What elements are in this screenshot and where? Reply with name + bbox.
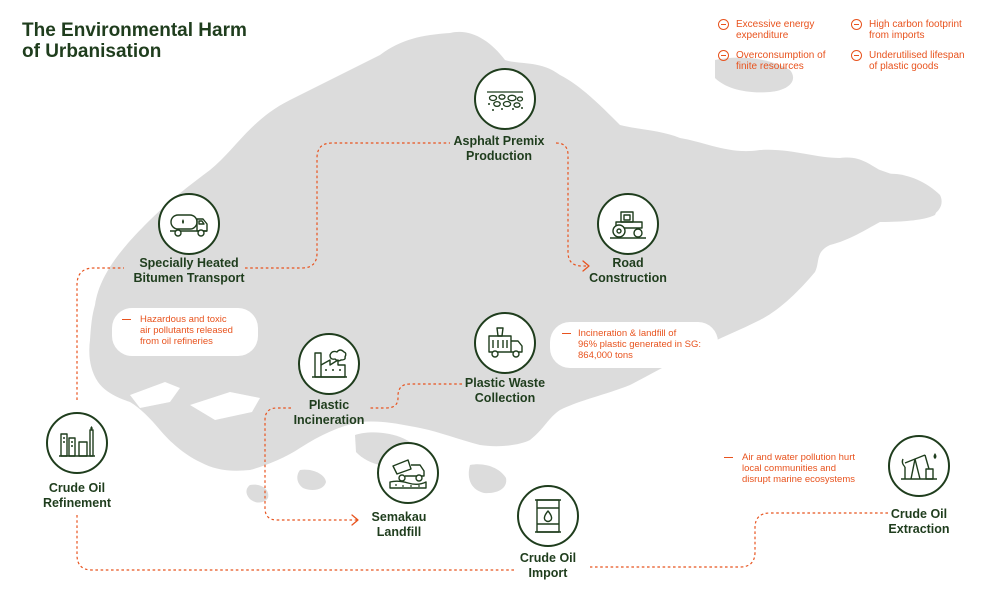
- label-line: Specially Heated: [139, 256, 239, 270]
- node-crude-oil-refinement: [46, 412, 108, 474]
- road-roller-icon: [610, 211, 646, 239]
- minus-circle-icon: [851, 50, 862, 61]
- label-line: Incineration: [293, 413, 365, 427]
- arrowhead-road: [582, 260, 590, 272]
- minus-circle-icon: [851, 19, 862, 30]
- legend-text: expenditure: [736, 30, 789, 41]
- legend-text: Underutilised lifespan: [869, 50, 965, 61]
- note-dash: [122, 319, 131, 321]
- minus-circle-icon: [718, 19, 729, 30]
- connector-extraction-to-import: [590, 512, 888, 568]
- node-crude-oil-import: [517, 485, 579, 547]
- label-plastic-incineration: Plastic Incineration: [249, 398, 409, 428]
- note-text: 864,000 tons: [578, 350, 633, 361]
- node-plastic-waste-collection: [474, 312, 536, 374]
- legend-text: High carbon footprint: [869, 19, 962, 30]
- node-road-construction: [597, 193, 659, 255]
- connector-refinement-to-bitumen: [76, 267, 124, 400]
- label-line: Crude Oil: [48, 481, 106, 495]
- note-text: local communities and: [742, 463, 836, 474]
- note-text: Hazardous and toxic: [140, 314, 227, 325]
- node-asphalt-premix: [474, 68, 536, 130]
- note-text: from oil refineries: [140, 336, 213, 347]
- label-line: Extraction: [888, 522, 950, 536]
- connector-asphalt-to-road: [555, 142, 588, 267]
- asphalt-aggregate-icon: [487, 91, 524, 111]
- note-text: disrupt marine ecosystems: [742, 474, 855, 485]
- label-line: Plastic: [308, 398, 350, 412]
- arrowhead-landfill: [351, 514, 359, 526]
- title-line-2: of Urbanisation: [22, 41, 162, 62]
- page-title: The Environmental Harm of Urbanisation: [22, 20, 247, 62]
- factory-chimney-icon: [312, 349, 347, 378]
- node-semakau-landfill: [377, 442, 439, 504]
- label-line: Refinement: [42, 496, 112, 510]
- label-crude-oil-extraction: Crude Oil Extraction: [839, 507, 999, 537]
- label-line: Landfill: [376, 525, 422, 539]
- legend-text: Excessive energy: [736, 19, 815, 30]
- label-line: Semakau: [371, 510, 427, 524]
- label-crude-oil-import: Crude Oil Import: [468, 551, 628, 581]
- legend-text: of plastic goods: [869, 61, 939, 72]
- label-plastic-waste-collection: Plastic Waste Collection: [425, 376, 585, 406]
- oil-barrel-icon: [535, 499, 561, 533]
- note-text: 96% plastic generated in SG:: [578, 339, 702, 350]
- legend-text: finite resources: [736, 61, 804, 72]
- garbage-truck-icon: [488, 327, 523, 358]
- label-line: Asphalt Premix: [453, 134, 545, 148]
- note-dash: [562, 333, 571, 335]
- minus-circle-icon: [718, 50, 729, 61]
- label-line: Bitumen Transport: [133, 271, 245, 285]
- note-text: Incineration & landfill of: [578, 328, 677, 339]
- label-line: Production: [466, 149, 532, 163]
- legend-text: from imports: [869, 30, 925, 41]
- label-crude-oil-refinement: Crude Oil Refinement: [0, 481, 157, 511]
- oil-pumpjack-icon: [901, 453, 937, 480]
- tanker-truck-icon: [170, 214, 208, 237]
- note-text: air pollutants released: [140, 325, 233, 336]
- label-line: Plastic Waste: [464, 376, 546, 390]
- label-line: Crude Oil: [519, 551, 577, 565]
- label-line: Crude Oil: [890, 507, 948, 521]
- legend-text: Overconsumption of: [736, 50, 826, 61]
- label-bitumen-transport: Specially Heated Bitumen Transport: [109, 256, 269, 286]
- label-line: Import: [528, 566, 568, 580]
- label-asphalt-premix: Asphalt Premix Production: [419, 134, 579, 164]
- label-semakau-landfill: Semakau Landfill: [319, 510, 479, 540]
- label-line: Collection: [474, 391, 536, 405]
- dump-truck-icon: [389, 459, 427, 489]
- connector-incineration-to-landfill: [264, 407, 357, 521]
- title-line-1: The Environmental Harm: [22, 20, 247, 41]
- label-line: Construction: [589, 271, 667, 285]
- note-refinery-pollution: Hazardous and toxic air pollutants relea…: [112, 308, 258, 356]
- note-incineration-landfill: Incineration & landfill of 96% plastic g…: [550, 322, 718, 368]
- connector-import-to-refinement: [76, 514, 514, 571]
- label-road-construction: Road Construction: [548, 256, 708, 286]
- note-text: Air and water pollution hurt: [742, 452, 856, 463]
- label-line: Road: [612, 256, 644, 270]
- oil-refinery-icon: [59, 426, 95, 457]
- note-dash: [724, 457, 733, 459]
- node-bitumen-transport: [158, 193, 220, 255]
- node-crude-oil-extraction: [888, 435, 950, 497]
- connector-bitumen-to-asphalt: [245, 142, 450, 269]
- node-plastic-incineration: [298, 333, 360, 395]
